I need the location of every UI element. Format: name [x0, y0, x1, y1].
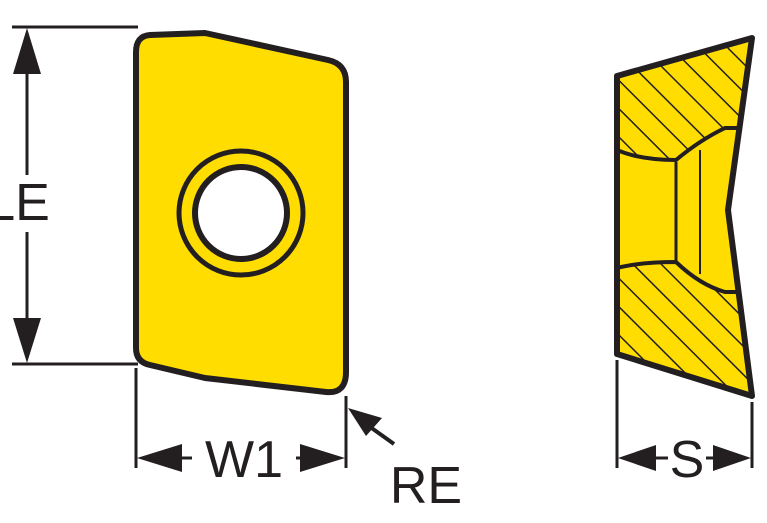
mounting-hole	[192, 164, 290, 262]
corner-radius-callout: RE	[348, 408, 462, 515]
w1-label: W1	[205, 431, 283, 489]
re-label: RE	[390, 457, 462, 515]
le-arrow-up-icon	[13, 28, 41, 74]
s-label: S	[670, 431, 705, 489]
re-leader-arrow-icon	[348, 408, 382, 436]
insert-front-view	[133, 30, 349, 396]
s-arrow-right-icon	[713, 445, 751, 471]
s-arrow-left-icon	[618, 445, 656, 471]
insert-side-section	[614, 35, 755, 399]
width-dimension: W1	[134, 368, 348, 489]
side-section-outline	[614, 35, 755, 399]
thickness-dimension: S	[615, 360, 754, 489]
hole-bore-section	[617, 126, 752, 294]
le-arrow-down-icon	[13, 318, 41, 363]
le-label: LE	[0, 174, 50, 232]
length-dimension: LE	[0, 25, 138, 366]
w1-arrow-right-icon	[300, 444, 345, 472]
w1-arrow-left-icon	[137, 444, 182, 472]
